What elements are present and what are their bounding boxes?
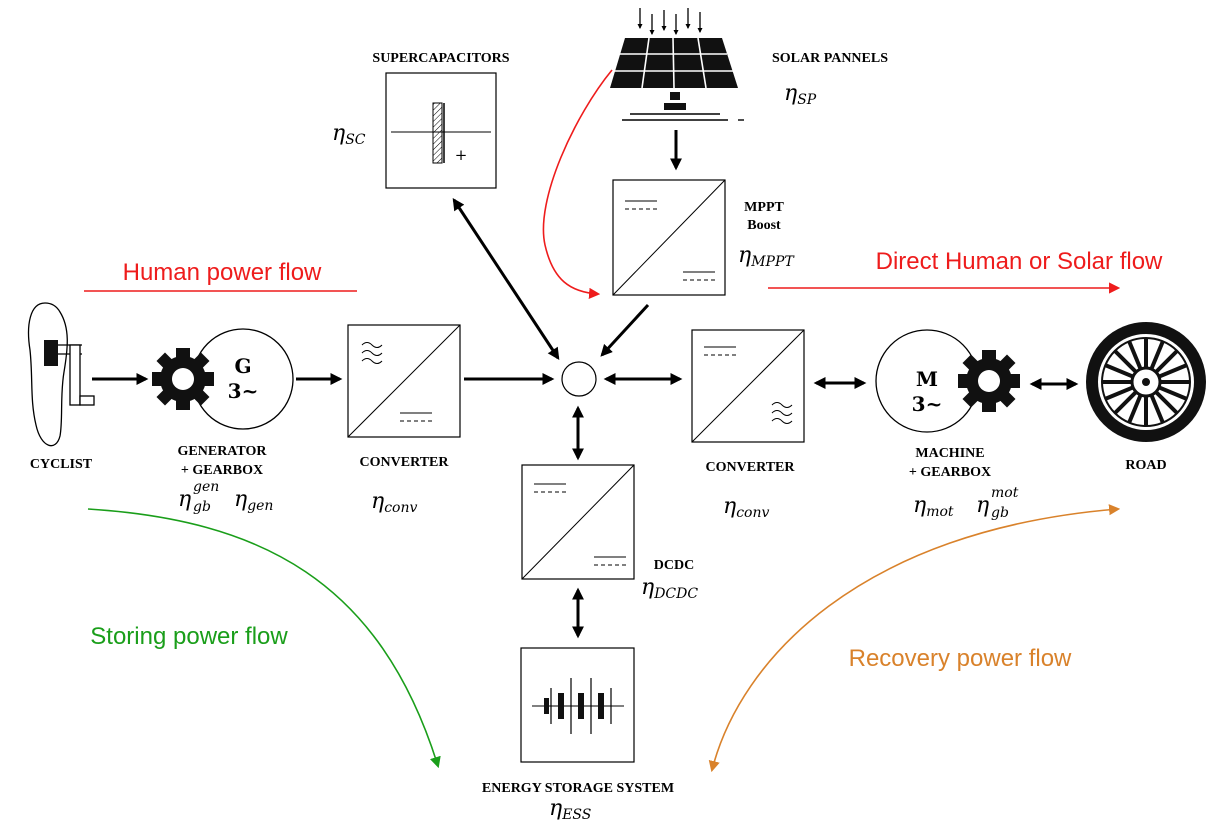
- battery-icon: [532, 678, 624, 734]
- eta-gb-gen-sub: gb: [193, 499, 211, 515]
- left-converter-diagonal: [347, 324, 461, 438]
- supercapacitor-plate-hatched: [432, 102, 443, 164]
- eta-sc: ηSC: [332, 121, 366, 148]
- cyclist-block: CYCLIST: [27, 302, 95, 472]
- recovery-power-flow-label: Recovery power flow: [849, 645, 1072, 672]
- eta-conv-right: ηconv: [723, 494, 769, 521]
- storing-power-flow-label: Storing power flow: [90, 623, 288, 650]
- motor-letter: M: [916, 367, 938, 391]
- eta-gb-gen: η: [178, 487, 191, 512]
- recovery-flow-curve: [708, 504, 1121, 773]
- dcdc-diagonal: [521, 464, 635, 580]
- eta-gb-mot-sup: mot: [991, 485, 1019, 501]
- energy-storage-block: ENERGY STORAGE SYSTEM ηESS: [482, 647, 674, 823]
- mppt-diagonal: [612, 179, 726, 296]
- right-converter-label: CONVERTER: [706, 460, 796, 475]
- ac-wave-icon: [361, 342, 383, 364]
- eta-ess: ηESS: [549, 796, 591, 822]
- cyclist-label: CYCLIST: [30, 457, 93, 472]
- road-label: ROAD: [1125, 458, 1166, 473]
- generator-gearbox-label: + GEARBOX: [181, 463, 263, 478]
- direct-flow-label: Direct Human or Solar flow: [876, 248, 1163, 275]
- sun-rays-icon: [637, 8, 703, 36]
- motor-phase: 3~: [912, 392, 943, 416]
- ac-wave-icon: [771, 402, 793, 424]
- boost-label: Boost: [747, 218, 781, 233]
- supercap-node-arrow: [452, 197, 560, 361]
- generator-gear-icon: [152, 348, 214, 410]
- generator-phase: 3~: [228, 379, 259, 403]
- generator-block: G 3~ GENERATOR + GEARBOX η gen gb ηgen: [152, 328, 294, 515]
- storing-flow-curve: [87, 508, 441, 769]
- ess-label: ENERGY STORAGE SYSTEM: [482, 781, 674, 796]
- eta-dcdc: ηDCDC: [641, 575, 698, 602]
- solar-panel-block: SOLAR PANNELS ηSP: [610, 8, 888, 171]
- eta-mppt: ηMPPT: [738, 243, 795, 270]
- mppt-label: MPPT: [744, 200, 784, 215]
- eta-gb-mot-sub: gb: [991, 505, 1009, 521]
- right-converter-diagonal: [691, 329, 805, 443]
- solar-flow-curve: [542, 69, 613, 299]
- eta-mot: ηmot: [913, 493, 954, 520]
- generator-letter: G: [234, 354, 251, 378]
- machine-label: MACHINE: [915, 446, 984, 461]
- solar-panel-icon: [610, 37, 744, 121]
- ess-box: [520, 647, 635, 763]
- supercapacitor-plus: +: [455, 146, 468, 164]
- supercapacitor-block: SUPERCAPACITORS + ηSC: [332, 51, 510, 189]
- road-wheel-icon: [1086, 322, 1206, 442]
- left-converter-label: CONVERTER: [360, 455, 450, 470]
- dcdc-label: DCDC: [654, 558, 694, 573]
- solar-pannels-label: SOLAR PANNELS: [772, 51, 888, 66]
- right-converter-block: CONVERTER ηconv: [691, 329, 805, 521]
- motor-gear-icon: [958, 350, 1020, 412]
- eta-gb-mot: η: [976, 493, 989, 518]
- mppt-converter-block: MPPT Boost ηMPPT: [600, 179, 795, 357]
- supercapacitors-label: SUPERCAPACITORS: [372, 51, 509, 66]
- dcdc-converter-block: DCDC ηDCDC: [521, 464, 698, 602]
- mppt-to-node-arrow: [600, 303, 650, 357]
- eta-conv-left: ηconv: [371, 489, 417, 516]
- pedal-icon: [27, 302, 95, 447]
- eta-sp: ηSP: [784, 81, 817, 108]
- generator-label: GENERATOR: [178, 444, 268, 459]
- human-power-flow-label: Human power flow: [123, 259, 322, 286]
- eta-gb-gen-sup: gen: [193, 479, 219, 495]
- dc-bus-node: [561, 361, 597, 397]
- machine-gearbox-label: + GEARBOX: [909, 465, 991, 480]
- motor-block: M 3~ MACHINE + GEARBOX ηmot η mot gb: [875, 329, 1020, 521]
- eta-gen: ηgen: [234, 487, 273, 514]
- left-converter-block: CONVERTER ηconv: [347, 324, 461, 516]
